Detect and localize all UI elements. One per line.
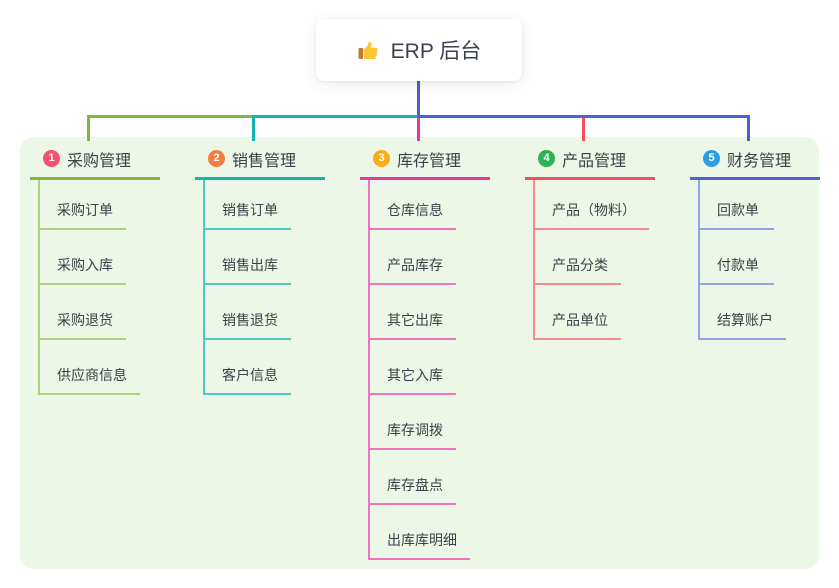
- branch-index-badge: 2: [208, 150, 225, 167]
- branch-node[interactable]: 4 产品管理: [525, 140, 655, 180]
- child-node[interactable]: 采购入库: [40, 230, 126, 285]
- child-node[interactable]: 付款单: [700, 230, 774, 285]
- root-title: ERP 后台: [390, 40, 482, 63]
- child-label: 采购订单: [57, 202, 113, 218]
- child-label: 结算账户: [717, 312, 773, 328]
- child-node[interactable]: 回款单: [700, 180, 774, 230]
- child-label: 产品（物料）: [552, 202, 636, 218]
- child-label: 出库库明细: [387, 532, 457, 548]
- thumbs-up-icon: [357, 38, 381, 62]
- branch-index-badge: 4: [538, 150, 555, 167]
- branch-label: 库存管理: [397, 152, 462, 170]
- branch-children: 产品（物料） 产品分类产品单位: [533, 180, 695, 340]
- child-node[interactable]: 产品库存: [370, 230, 456, 285]
- child-label: 产品分类: [552, 257, 608, 273]
- branch-children: 仓库信息产品库存其它出库其它入库库存调拨库存盘点出库库明细: [368, 180, 530, 560]
- branch-children: 回款单付款单结算账户: [698, 180, 839, 340]
- root-node[interactable]: ERP 后台: [316, 19, 522, 81]
- branch-index-badge: 3: [373, 150, 390, 167]
- branch-2-elbow-v: [252, 115, 255, 141]
- child-label: 销售订单: [222, 202, 278, 218]
- child-node[interactable]: 产品分类: [535, 230, 621, 285]
- branch-3-elbow-v: [417, 115, 420, 141]
- branch-label: 产品管理: [562, 152, 627, 170]
- branch-index-badge: 5: [703, 150, 720, 167]
- branch-2-elbow-h: [252, 115, 418, 118]
- child-node[interactable]: 库存调拨: [370, 395, 456, 450]
- branches-panel: [20, 137, 819, 569]
- branch-index-badge: 1: [43, 150, 60, 167]
- child-node[interactable]: 库存盘点: [370, 450, 456, 505]
- child-node[interactable]: 其它入库: [370, 340, 456, 395]
- child-label: 供应商信息: [57, 367, 127, 383]
- child-label: 采购退货: [57, 312, 113, 328]
- branch-5: 5 财务管理回款单付款单结算账户: [690, 140, 839, 340]
- child-node[interactable]: 其它出库: [370, 285, 456, 340]
- branch-1: 1 采购管理采购订单采购入库采购退货供应商信息: [30, 140, 200, 395]
- child-node[interactable]: 产品（物料）: [535, 180, 649, 230]
- child-node[interactable]: 采购退货: [40, 285, 126, 340]
- child-label: 其它入库: [387, 367, 443, 383]
- branch-3: 3 库存管理仓库信息产品库存其它出库其它入库库存调拨库存盘点出库库明细: [360, 140, 530, 560]
- child-label: 仓库信息: [387, 202, 443, 218]
- child-node[interactable]: 产品单位: [535, 285, 621, 340]
- child-label: 库存盘点: [387, 477, 443, 493]
- branch-children: 销售订单销售出库销售退货客户信息: [203, 180, 365, 395]
- child-label: 销售退货: [222, 312, 278, 328]
- branch-label: 财务管理: [727, 152, 792, 170]
- root-connector-line: [416, 81, 420, 116]
- child-node[interactable]: 采购订单: [40, 180, 126, 230]
- branch-label: 采购管理: [67, 152, 132, 170]
- child-label: 库存调拨: [387, 422, 443, 438]
- child-label: 销售出库: [222, 257, 278, 273]
- branch-5-elbow-v: [747, 115, 750, 141]
- branch-node[interactable]: 2 销售管理: [195, 140, 325, 180]
- child-label: 客户信息: [222, 367, 278, 383]
- child-label: 产品单位: [552, 312, 608, 328]
- child-label: 付款单: [717, 257, 759, 273]
- child-node[interactable]: 供应商信息: [40, 340, 140, 395]
- child-node[interactable]: 仓库信息: [370, 180, 456, 230]
- child-label: 产品库存: [387, 257, 443, 273]
- branch-4: 4 产品管理产品（物料） 产品分类产品单位: [525, 140, 695, 340]
- child-node[interactable]: 销售退货: [205, 285, 291, 340]
- child-node[interactable]: 客户信息: [205, 340, 291, 395]
- branch-1-elbow-v: [87, 115, 90, 141]
- child-node[interactable]: 销售订单: [205, 180, 291, 230]
- child-label: 回款单: [717, 202, 759, 218]
- branch-node[interactable]: 3 库存管理: [360, 140, 490, 180]
- branch-5-elbow-h: [417, 115, 750, 118]
- child-label: 采购入库: [57, 257, 113, 273]
- branch-2: 2 销售管理销售订单销售出库销售退货客户信息: [195, 140, 365, 395]
- child-node[interactable]: 销售出库: [205, 230, 291, 285]
- child-node[interactable]: 出库库明细: [370, 505, 470, 560]
- branch-node[interactable]: 1 采购管理: [30, 140, 160, 180]
- branch-children: 采购订单采购入库采购退货供应商信息: [38, 180, 200, 395]
- branch-node[interactable]: 5 财务管理: [690, 140, 820, 180]
- child-node[interactable]: 结算账户: [700, 285, 786, 340]
- branch-label: 销售管理: [232, 152, 297, 170]
- child-label: 其它出库: [387, 312, 443, 328]
- branch-4-elbow-v: [582, 115, 585, 141]
